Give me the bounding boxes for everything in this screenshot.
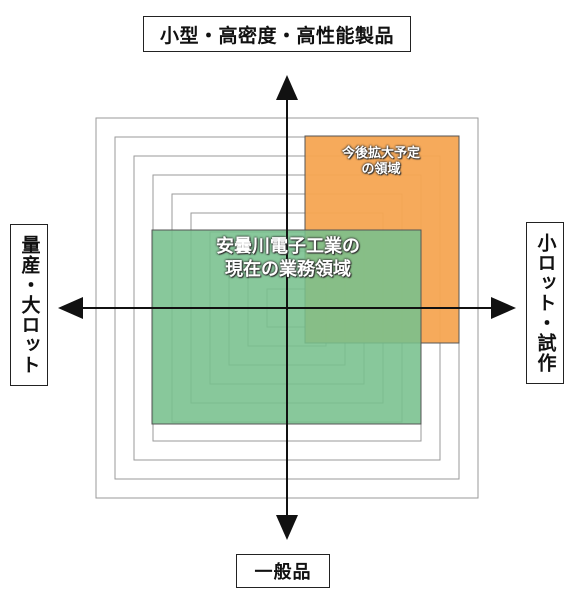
current-region-label: 安曇川電子工業の 現在の業務領域 bbox=[160, 236, 416, 281]
planned-label-line1: 今後拡大予定 bbox=[341, 146, 420, 161]
axis-label-left: 量産・大ロット bbox=[10, 224, 48, 386]
axis-label-left-text: 量産・大ロット bbox=[18, 235, 41, 375]
axis-label-top-text: 小型・高密度・高性能製品 bbox=[159, 24, 394, 47]
axis-label-bottom: 一般品 bbox=[236, 554, 330, 588]
current-label-line2: 現在の業務領域 bbox=[225, 258, 351, 280]
arrow-left-icon bbox=[58, 297, 83, 319]
axis-label-right-text: 小ロット・試作 bbox=[534, 233, 557, 373]
axis-label-bottom-text: 一般品 bbox=[254, 562, 312, 583]
axis-label-top: 小型・高密度・高性能製品 bbox=[143, 16, 411, 52]
current-label-line1: 安曇川電子工業の bbox=[216, 236, 360, 257]
arrow-right-icon bbox=[491, 297, 516, 319]
planned-label-line2: の領域 bbox=[361, 162, 401, 178]
axis-label-right: 小ロット・試作 bbox=[526, 222, 564, 384]
arrow-down-icon bbox=[276, 515, 298, 540]
arrow-up-icon bbox=[276, 75, 298, 100]
planned-region-label: 今後拡大予定 の領域 bbox=[305, 146, 457, 179]
